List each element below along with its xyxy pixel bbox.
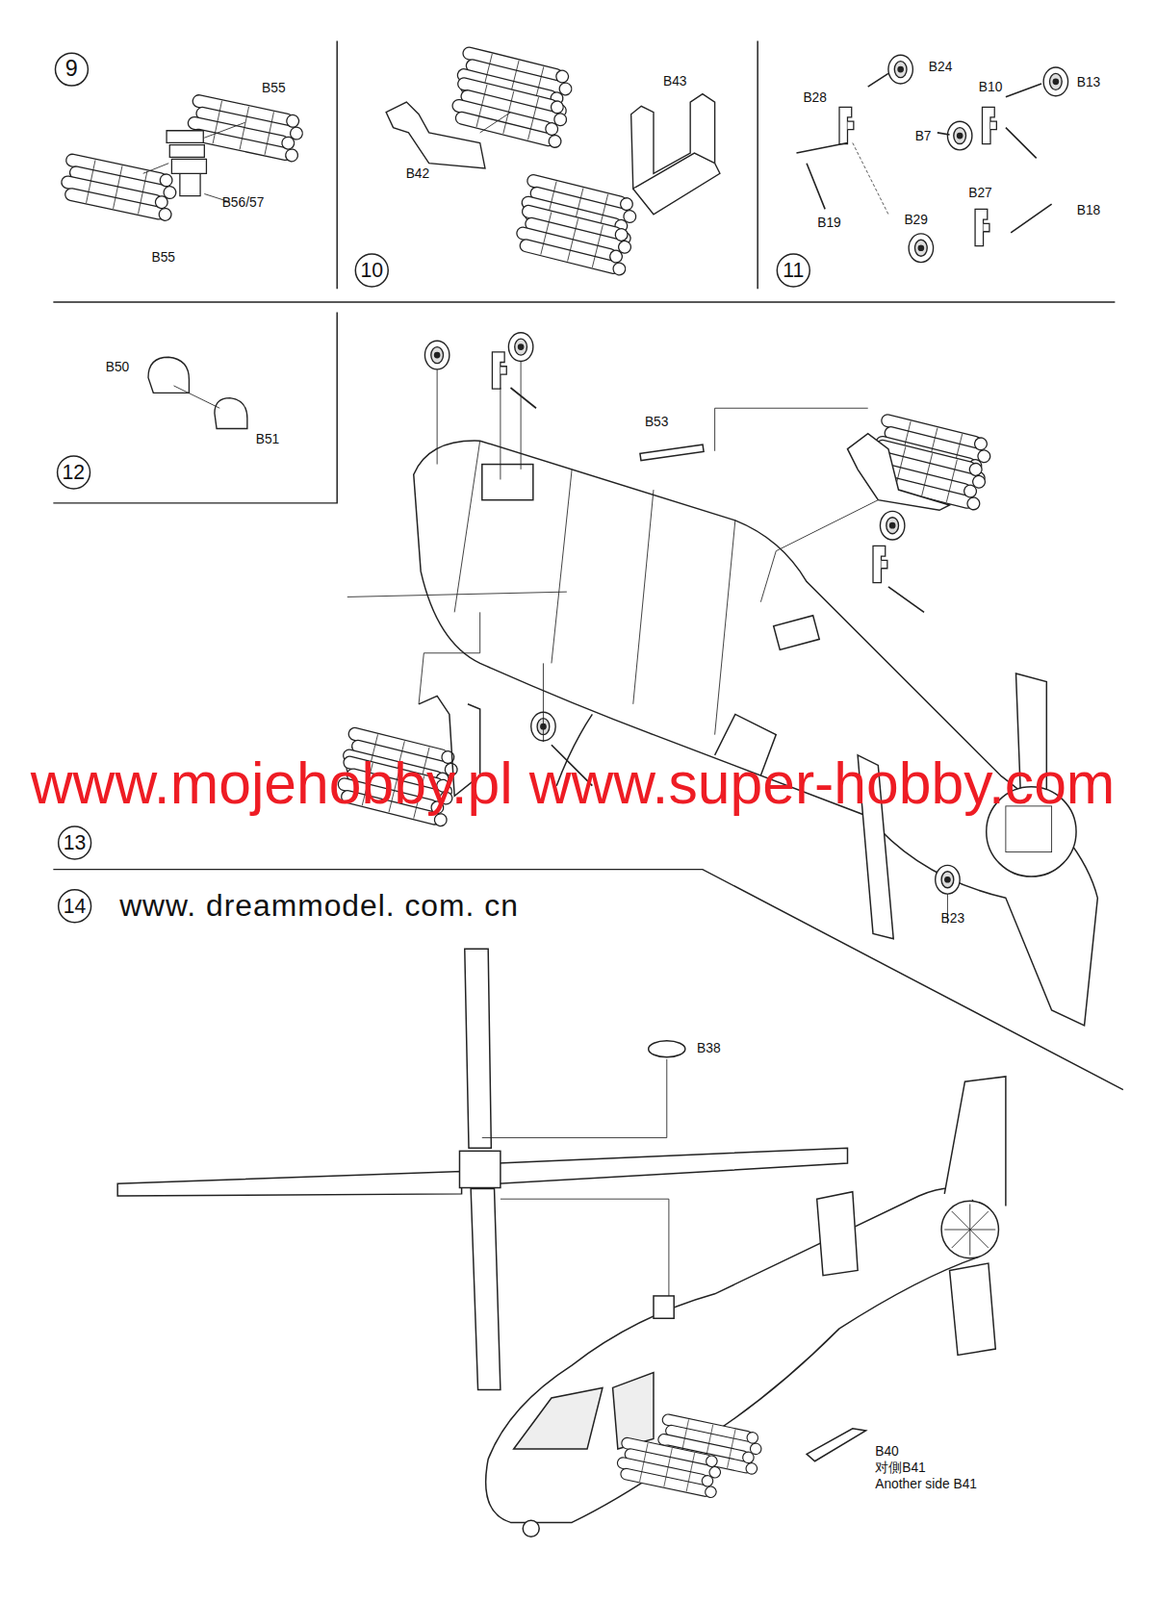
part-number: B42: [406, 167, 431, 182]
part-number: B55: [151, 251, 176, 266]
website-url: www. dreammodel. com. cn: [119, 889, 519, 924]
step-9-parts: [57, 94, 307, 223]
part-number: B40: [874, 1444, 900, 1460]
part-number: B13: [1077, 75, 1102, 90]
callout-number: 11: [782, 258, 804, 282]
part-number: B56/57: [222, 196, 265, 211]
part-number: B29: [903, 213, 928, 229]
part-number: B53: [644, 415, 669, 431]
part-number: B38: [696, 1041, 721, 1056]
part-number: B23: [941, 911, 966, 926]
part-number: B50: [105, 359, 130, 375]
step-14-helicopter: [117, 949, 1006, 1538]
part-number: B10: [978, 80, 1003, 96]
callout-number: 13: [63, 832, 87, 855]
part-note: Another side B41: [874, 1477, 977, 1492]
part-number: 对側B41: [874, 1461, 926, 1476]
step-12-parts: [148, 357, 248, 429]
watermark: www.mojehobby.pl www.super-hobby.com: [30, 750, 1116, 816]
part-number: B18: [1077, 203, 1102, 218]
step-10-parts: [385, 46, 720, 277]
part-number: B27: [968, 185, 993, 201]
part-number: B55: [261, 81, 286, 97]
part-number: B19: [817, 216, 842, 232]
callout-number: 9: [65, 56, 78, 82]
part-number: B43: [663, 74, 688, 89]
part-number: B7: [915, 129, 932, 145]
part-number: B51: [256, 433, 281, 448]
part-number: B28: [802, 90, 827, 105]
part-number: B24: [928, 59, 953, 75]
frame-lines: [52, 40, 1123, 1090]
step-11-parts: [796, 54, 1068, 262]
callout-number: 14: [63, 895, 87, 918]
callout-number: 10: [359, 258, 384, 282]
callout-number: 12: [62, 462, 86, 485]
